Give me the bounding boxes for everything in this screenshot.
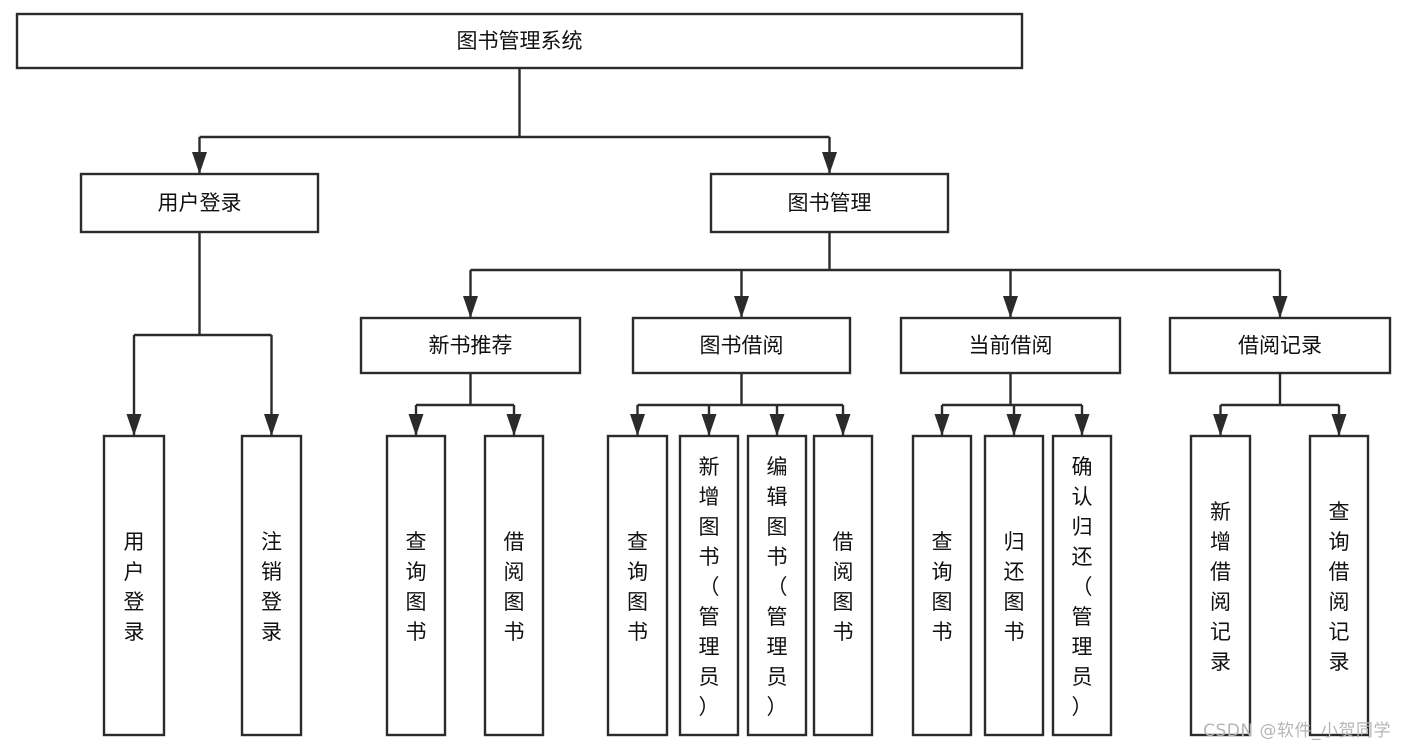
node-root-label: 图书管理系统 — [457, 29, 583, 53]
node-book-borrow-label: 图书借阅 — [700, 334, 784, 358]
node-leaf-return-book-box — [983, 434, 1045, 737]
node-leaf-borrow-book-rec[interactable]: 借阅图书 — [483, 434, 545, 737]
arrow-head-icon — [1213, 414, 1228, 436]
node-leaf-borrow-book-rec-label: 借阅图书 — [504, 530, 525, 644]
node-leaf-user-login-label: 用户登录 — [124, 530, 145, 644]
node-leaf-query-book-cur-box — [911, 434, 973, 737]
node-leaf-confirm-return-box — [1051, 434, 1113, 737]
node-new-book-rec-label: 新书推荐 — [429, 334, 513, 358]
arrow-head-icon — [463, 296, 478, 318]
node-leaf-return-book[interactable]: 归还图书 — [983, 434, 1045, 737]
node-leaf-query-record-label: 查询借阅记录 — [1329, 500, 1350, 674]
node-leaf-query-book-rec-box — [385, 434, 447, 737]
node-book-borrow[interactable]: 图书借阅 — [631, 316, 852, 375]
node-user-login[interactable]: 用户登录 — [79, 172, 320, 234]
node-root[interactable]: 图书管理系统 — [15, 12, 1024, 70]
node-book-manage[interactable]: 图书管理 — [709, 172, 950, 234]
node-user-login-box — [79, 172, 320, 234]
arrow-head-icon — [630, 414, 645, 436]
node-leaf-confirm-return[interactable]: 确认归还（管理员） — [1051, 434, 1113, 737]
node-leaf-add-book-label: 新增图书（管理员） — [699, 455, 720, 719]
node-leaf-logout-box — [240, 434, 303, 737]
node-leaf-query-book-borrow-label: 查询图书 — [627, 530, 648, 644]
arrow-head-icon — [835, 414, 851, 436]
node-leaf-borrow-book-box — [812, 434, 874, 737]
node-leaf-user-login-box — [102, 434, 166, 737]
node-leaf-borrow-book-label: 借阅图书 — [833, 530, 854, 644]
node-leaf-query-book-cur-label: 查询图书 — [932, 530, 953, 644]
arrow-head-icon — [701, 414, 717, 436]
arrow-head-icon — [506, 414, 522, 436]
arrow-head-icon — [769, 414, 785, 436]
node-leaf-query-book-rec[interactable]: 查询图书 — [385, 434, 447, 737]
arrow-head-icon — [264, 414, 279, 436]
node-leaf-add-book-box — [678, 434, 740, 737]
node-current-borrow[interactable]: 当前借阅 — [899, 316, 1122, 375]
arrow-head-icon — [1331, 414, 1347, 436]
node-leaf-query-book-borrow-box — [606, 434, 669, 737]
arrow-head-icon — [822, 152, 837, 174]
node-leaf-borrow-book-rec-box — [483, 434, 545, 737]
node-book-manage-label: 图书管理 — [788, 191, 872, 215]
node-borrow-record[interactable]: 借阅记录 — [1168, 316, 1392, 375]
arrow-head-icon — [1003, 296, 1018, 318]
node-leaf-return-book-label: 归还图书 — [1004, 530, 1025, 644]
node-leaf-add-record-box — [1189, 434, 1252, 737]
node-leaf-query-book-cur[interactable]: 查询图书 — [911, 434, 973, 737]
node-root-box — [15, 12, 1024, 70]
node-leaf-query-book-rec-label: 查询图书 — [406, 530, 427, 644]
arrow-head-icon — [934, 414, 950, 436]
node-leaf-query-record-box — [1308, 434, 1370, 737]
arrow-head-icon — [1074, 414, 1090, 436]
node-leaf-borrow-book[interactable]: 借阅图书 — [812, 434, 874, 737]
node-current-borrow-box — [899, 316, 1122, 375]
node-user-login-label: 用户登录 — [158, 191, 242, 215]
connector-lines — [126, 68, 1347, 436]
node-borrow-record-label: 借阅记录 — [1238, 334, 1322, 358]
node-new-book-rec-box — [359, 316, 582, 375]
node-boxes: 图书管理系统用户登录图书管理新书推荐图书借阅当前借阅借阅记录用户登录注销登录查询… — [15, 12, 1392, 737]
node-current-borrow-label: 当前借阅 — [969, 334, 1053, 358]
node-new-book-rec[interactable]: 新书推荐 — [359, 316, 582, 375]
node-borrow-record-box — [1168, 316, 1392, 375]
node-leaf-add-record[interactable]: 新增借阅记录 — [1189, 434, 1252, 737]
node-book-manage-box — [709, 172, 950, 234]
node-leaf-confirm-return-label: 确认归还（管理员） — [1072, 455, 1093, 719]
arrow-head-icon — [408, 414, 424, 436]
node-leaf-query-book-borrow[interactable]: 查询图书 — [606, 434, 669, 737]
arrow-head-icon — [1272, 296, 1288, 318]
node-book-borrow-box — [631, 316, 852, 375]
node-leaf-user-login[interactable]: 用户登录 — [102, 434, 166, 737]
node-leaf-logout-label: 注销登录 — [261, 530, 282, 644]
node-leaf-logout[interactable]: 注销登录 — [240, 434, 303, 737]
arrow-head-icon — [734, 296, 749, 318]
node-leaf-edit-book-box — [746, 434, 808, 737]
node-leaf-edit-book[interactable]: 编辑图书（管理员） — [746, 434, 808, 737]
arrow-head-icon — [1006, 414, 1022, 436]
arrow-head-icon — [192, 152, 207, 174]
node-leaf-edit-book-label: 编辑图书（管理员） — [767, 455, 788, 719]
node-leaf-add-book[interactable]: 新增图书（管理员） — [678, 434, 740, 737]
node-leaf-add-record-label: 新增借阅记录 — [1210, 500, 1231, 674]
node-leaf-query-record[interactable]: 查询借阅记录 — [1308, 434, 1370, 737]
arrow-head-icon — [126, 414, 142, 436]
